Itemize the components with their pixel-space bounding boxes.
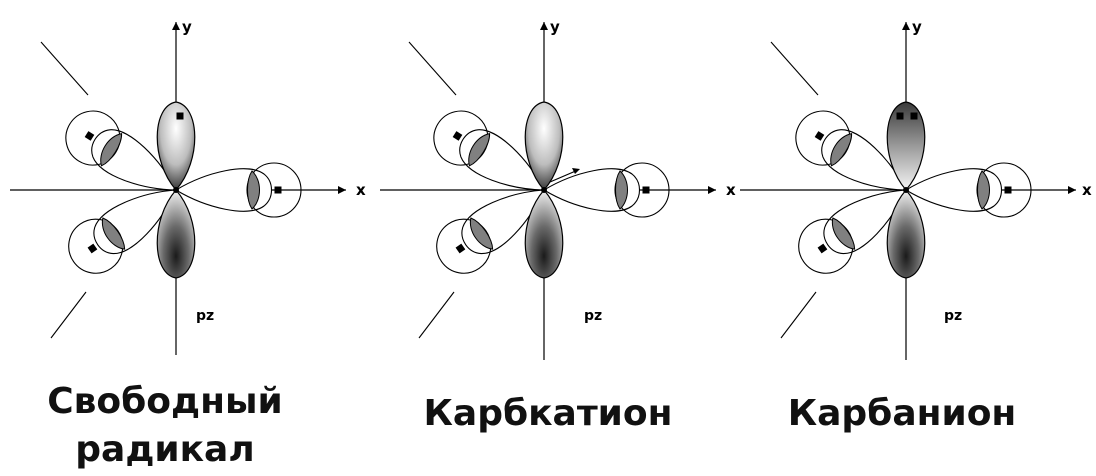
polarity-arrow bbox=[549, 169, 579, 183]
sp2-lobe-right bbox=[904, 162, 1032, 218]
caption-line-2: радикал bbox=[75, 429, 255, 470]
sp2-lobe bbox=[904, 168, 1003, 212]
y-axis-arrow-icon bbox=[172, 22, 180, 30]
sp2-lobe-right bbox=[174, 162, 302, 218]
sp2-lobe-upper-left bbox=[436, 189, 545, 274]
bond-line-lower bbox=[418, 291, 455, 339]
pz-electron-dot bbox=[910, 112, 918, 120]
electron-dot bbox=[642, 186, 650, 194]
overlap-region bbox=[468, 133, 491, 167]
pz-electron-dot bbox=[176, 112, 184, 120]
overlap-region bbox=[469, 217, 494, 250]
electron-dot bbox=[817, 243, 828, 254]
polarity-arrow-head-icon bbox=[572, 168, 580, 174]
bond-line-upper bbox=[408, 41, 457, 96]
electron-dot bbox=[455, 243, 466, 254]
pz-label: pz bbox=[584, 308, 602, 324]
overlap-region bbox=[830, 133, 853, 167]
sp2-lobe-lower-left bbox=[65, 110, 177, 191]
neighbor-atom-circle bbox=[436, 218, 492, 274]
caption-line-1: Карбанион bbox=[787, 393, 1017, 434]
y-axis-arrow-icon bbox=[902, 22, 910, 30]
y-axis-label: y bbox=[550, 18, 560, 36]
panel-radical: x y pz bbox=[10, 18, 366, 355]
electron-dot bbox=[452, 131, 463, 141]
sp2-lobe bbox=[174, 168, 273, 212]
carbon-nucleus bbox=[541, 187, 547, 193]
y-axis-label: y bbox=[912, 18, 922, 36]
electron-dot bbox=[1004, 186, 1012, 194]
pz-electron-dot bbox=[896, 112, 904, 120]
sp2-lobe-lower-left bbox=[795, 110, 907, 191]
carbon-nucleus bbox=[903, 187, 909, 193]
pz-lobe-lower bbox=[156, 189, 196, 279]
overlap-region bbox=[101, 217, 126, 250]
caption-line-1: Свободный bbox=[47, 381, 283, 422]
overlap-region bbox=[100, 133, 123, 167]
pz-lobe-upper bbox=[524, 101, 564, 191]
pz-label: pz bbox=[196, 308, 214, 324]
y-axis-arrow-icon bbox=[540, 22, 548, 30]
x-axis-arrow-icon bbox=[708, 186, 716, 194]
electron-dot bbox=[84, 131, 95, 141]
caption-carbanion: Карбанион bbox=[752, 390, 1052, 438]
sp2-lobe-upper-left bbox=[68, 189, 177, 274]
x-axis-label: x bbox=[1082, 181, 1092, 199]
overlap-region bbox=[977, 170, 990, 210]
bond-line-upper bbox=[40, 41, 89, 96]
electron-dot bbox=[274, 186, 282, 194]
overlap-region bbox=[615, 170, 628, 210]
sp2-lobe-upper-left bbox=[798, 189, 907, 274]
panel-anion: x y pz bbox=[740, 18, 1092, 360]
x-axis-arrow-icon bbox=[338, 186, 346, 194]
bond-line-lower bbox=[50, 291, 87, 339]
neighbor-atom-circle bbox=[798, 218, 854, 274]
x-axis-label: x bbox=[356, 181, 366, 199]
pz-lobe-upper bbox=[886, 101, 926, 191]
overlap-region bbox=[831, 217, 856, 250]
electron-dot bbox=[814, 131, 825, 141]
carbon-nucleus bbox=[173, 187, 179, 193]
bond-line-upper bbox=[770, 41, 819, 96]
caption-free-radical: Свободный радикал bbox=[20, 378, 310, 474]
pz-label: pz bbox=[944, 308, 962, 324]
y-axis-label: y bbox=[182, 18, 192, 36]
sp2-lobe bbox=[542, 168, 641, 212]
pz-lobe-lower bbox=[524, 189, 564, 279]
electron-dot bbox=[87, 243, 98, 254]
sp2-lobe-right bbox=[542, 162, 670, 218]
overlap-region bbox=[247, 170, 260, 210]
pz-lobe-upper bbox=[156, 101, 196, 191]
sp2-lobe-lower-left bbox=[433, 110, 545, 191]
caption-line-1: Карбкатион bbox=[423, 393, 673, 434]
pz-lobe-lower bbox=[886, 189, 926, 279]
bond-line-lower bbox=[780, 291, 817, 339]
x-axis-label: x bbox=[726, 181, 736, 199]
panel-cation: x y pz bbox=[380, 18, 736, 360]
x-axis-arrow-icon bbox=[1068, 186, 1076, 194]
caption-carbocation: Карбкатион bbox=[398, 390, 698, 438]
